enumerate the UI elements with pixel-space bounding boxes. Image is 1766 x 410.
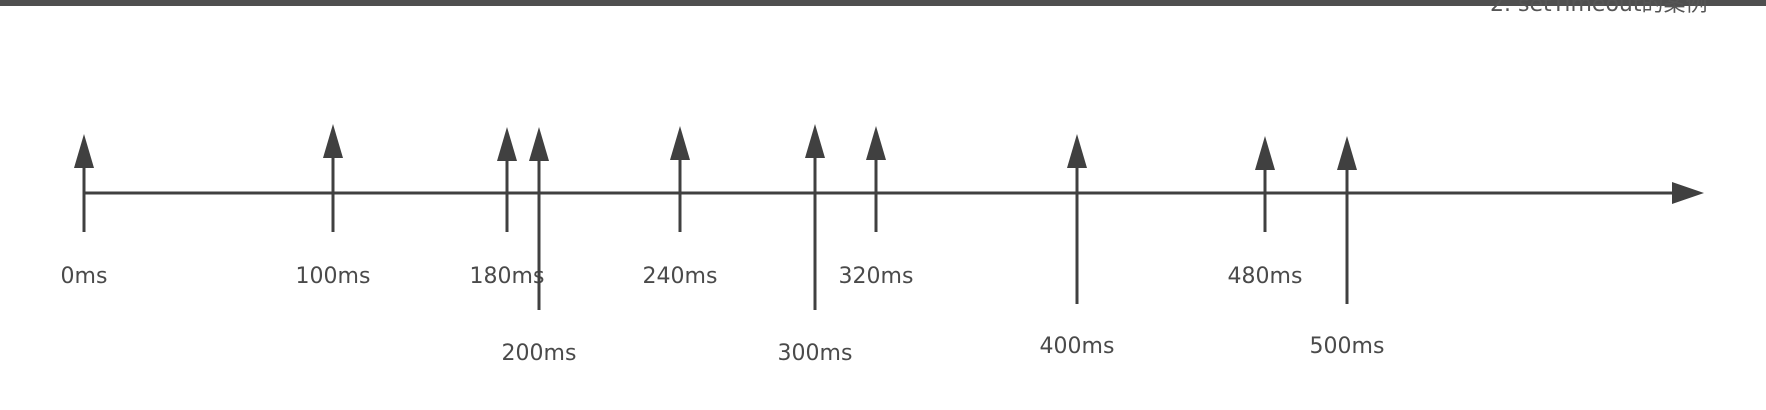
marker-label-400ms: 400ms <box>1040 334 1115 359</box>
marker-label-100ms: 100ms <box>296 264 371 289</box>
section-heading: 2. setTimeout的案例 <box>1490 0 1708 17</box>
marker-label-0ms: 0ms <box>61 264 108 289</box>
marker-label-480ms: 480ms <box>1228 264 1303 289</box>
marker-arrowhead-320ms <box>866 126 886 160</box>
marker-arrowhead-200ms <box>529 127 549 161</box>
marker-arrowhead-0ms <box>74 134 94 168</box>
marker-arrowhead-300ms <box>805 124 825 158</box>
timeline-markers: 0ms 100ms 180ms 200ms 240ms 300ms 320ms 400ms 48… <box>61 124 1385 366</box>
marker-arrowhead-100ms <box>323 124 343 158</box>
top-border-bar <box>0 0 1766 6</box>
marker-arrowhead-400ms <box>1067 134 1087 168</box>
marker-label-500ms: 500ms <box>1310 334 1385 359</box>
marker-label-180ms: 180ms <box>470 264 545 289</box>
marker-label-300ms: 300ms <box>778 341 853 366</box>
marker-label-200ms: 200ms <box>502 341 577 366</box>
marker-label-320ms: 320ms <box>839 264 914 289</box>
marker-arrowhead-480ms <box>1255 136 1275 170</box>
marker-arrowhead-240ms <box>670 126 690 160</box>
marker-arrowhead-500ms <box>1337 136 1357 170</box>
timeline-axis-arrowhead <box>1672 182 1704 204</box>
marker-label-240ms: 240ms <box>643 264 718 289</box>
marker-arrowhead-180ms <box>497 127 517 161</box>
